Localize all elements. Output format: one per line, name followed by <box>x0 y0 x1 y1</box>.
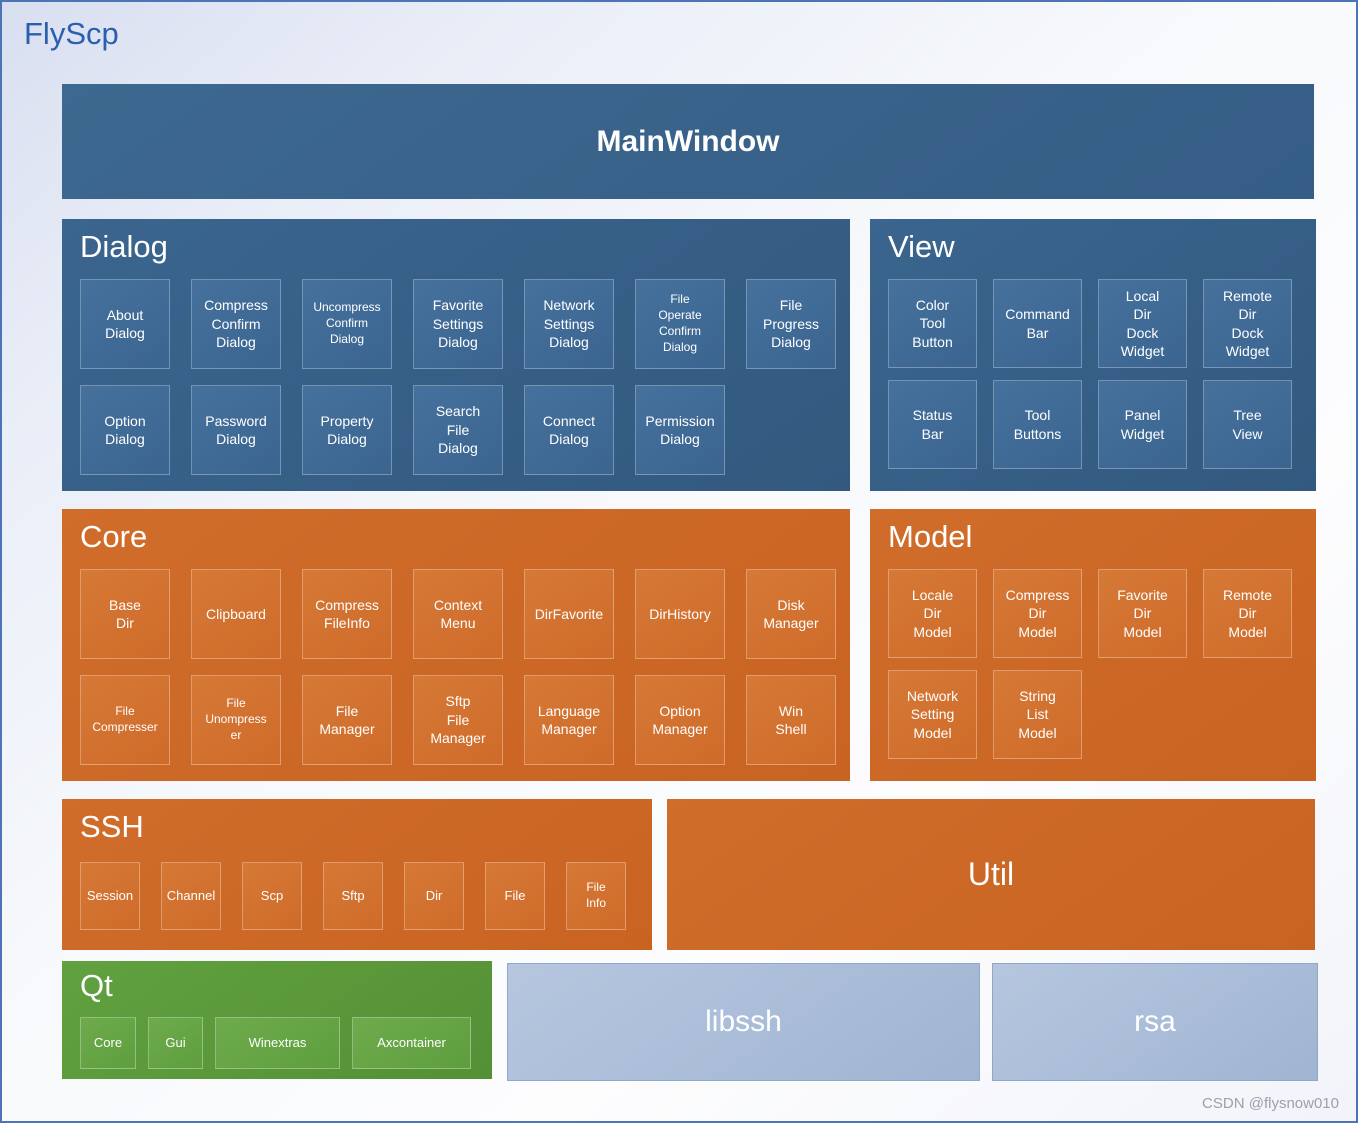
box-search-file-dialog: Search File Dialog <box>413 385 503 475</box>
box-status-bar: Status Bar <box>888 380 977 469</box>
box-connect-dialog: Connect Dialog <box>524 385 614 475</box>
box-favorite-dir-model: Favorite Dir Model <box>1098 569 1187 658</box>
box-win-shell: Win Shell <box>746 675 836 765</box>
section-model-title: Model <box>888 519 973 554</box>
section-ssh: SSH Session Channel Scp Sftp Dir File Fi… <box>62 799 652 950</box>
section-core-title: Core <box>80 519 148 554</box>
box-local-dir-dock-widget: Local Dir Dock Widget <box>1098 279 1187 368</box>
box-tool-buttons: Tool Buttons <box>993 380 1082 469</box>
box-compress-dir-model: Compress Dir Model <box>993 569 1082 658</box>
box-file-compresser: File Compresser <box>80 675 170 765</box>
box-qt-axcontainer: Axcontainer <box>352 1017 471 1069</box>
box-option-dialog: Option Dialog <box>80 385 170 475</box>
box-file: File <box>485 862 545 930</box>
main-window-label: MainWindow <box>596 124 780 158</box>
view-row-1: Color Tool Button Command Bar Local Dir … <box>870 279 1316 368</box>
section-model: Model Locale Dir Model Compress Dir Mode… <box>870 509 1316 781</box>
model-row-1: Locale Dir Model Compress Dir Model Favo… <box>870 569 1316 658</box>
box-context-menu: Context Menu <box>413 569 503 659</box>
section-ssh-title: SSH <box>80 809 144 844</box>
section-dialog: Dialog About Dialog Compress Confirm Dia… <box>62 219 850 491</box>
box-property-dialog: Property Dialog <box>302 385 392 475</box>
box-qt-gui: Gui <box>148 1017 203 1069</box>
dialog-row-1: About Dialog Compress Confirm Dialog Unc… <box>62 279 850 369</box>
core-row-1: Base Dir Clipboard Compress FileInfo Con… <box>62 569 850 659</box>
box-uncompress-confirm-dialog: Uncompress Confirm Dialog <box>302 279 392 369</box>
csdn-watermark: CSDN @flysnow010 <box>1202 1095 1339 1112</box>
section-view: View Color Tool Button Command Bar Local… <box>870 219 1316 491</box>
box-command-bar: Command Bar <box>993 279 1082 368</box>
box-remote-dir-dock-widget: Remote Dir Dock Widget <box>1203 279 1292 368</box>
block-libssh: libssh <box>507 963 980 1081</box>
rsa-label: rsa <box>1134 1005 1176 1038</box>
box-dirhistory: DirHistory <box>635 569 725 659</box>
box-color-tool-button: Color Tool Button <box>888 279 977 368</box>
box-file-info: File Info <box>566 862 626 930</box>
box-dir: Dir <box>404 862 464 930</box>
box-network-setting-model: Network Setting Model <box>888 670 977 759</box>
main-window-block: MainWindow <box>62 84 1314 199</box>
box-qt-winextras: Winextras <box>215 1017 340 1069</box>
section-view-title: View <box>888 229 955 264</box>
box-network-settings-dialog: Network Settings Dialog <box>524 279 614 369</box>
section-qt-title: Qt <box>80 968 113 1003</box>
section-util: Util <box>667 799 1315 950</box>
box-file-operate-confirm-dialog: File Operate Confirm Dialog <box>635 279 725 369</box>
box-password-dialog: Password Dialog <box>191 385 281 475</box>
box-file-unompresser: File Unompress er <box>191 675 281 765</box>
ssh-row: Session Channel Scp Sftp Dir File File I… <box>62 862 652 930</box>
section-dialog-title: Dialog <box>80 229 168 264</box>
box-language-manager: Language Manager <box>524 675 614 765</box>
section-qt: Qt Core Gui Winextras Axcontainer <box>62 961 492 1079</box>
dialog-row-2: Option Dialog Password Dialog Property D… <box>62 385 850 475</box>
section-util-title: Util <box>967 856 1015 892</box>
box-compress-confirm-dialog: Compress Confirm Dialog <box>191 279 281 369</box>
box-channel: Channel <box>161 862 221 930</box>
box-dirfavorite: DirFavorite <box>524 569 614 659</box>
model-row-2: Network Setting Model String List Model <box>870 670 1316 759</box>
page-title: FlyScp <box>24 16 119 51</box>
box-remote-dir-model: Remote Dir Model <box>1203 569 1292 658</box>
block-rsa: rsa <box>992 963 1318 1081</box>
view-row-2: Status Bar Tool Buttons Panel Widget Tre… <box>870 380 1316 469</box>
core-row-2: File Compresser File Unompress er File M… <box>62 675 850 765</box>
box-tree-view: Tree View <box>1203 380 1292 469</box>
box-scp: Scp <box>242 862 302 930</box>
box-compress-fileinfo: Compress FileInfo <box>302 569 392 659</box>
section-core: Core Base Dir Clipboard Compress FileInf… <box>62 509 850 781</box>
box-permission-dialog: Permission Dialog <box>635 385 725 475</box>
box-locale-dir-model: Locale Dir Model <box>888 569 977 658</box>
qt-row: Core Gui Winextras Axcontainer <box>62 1017 492 1069</box>
box-sftp: Sftp <box>323 862 383 930</box>
box-file-manager: File Manager <box>302 675 392 765</box>
box-panel-widget: Panel Widget <box>1098 380 1187 469</box>
box-disk-manager: Disk Manager <box>746 569 836 659</box>
box-qt-core: Core <box>80 1017 136 1069</box>
box-favorite-settings-dialog: Favorite Settings Dialog <box>413 279 503 369</box>
box-about-dialog: About Dialog <box>80 279 170 369</box>
box-string-list-model: String List Model <box>993 670 1082 759</box>
box-file-progress-dialog: File Progress Dialog <box>746 279 836 369</box>
box-base-dir: Base Dir <box>80 569 170 659</box>
box-sftp-file-manager: Sftp File Manager <box>413 675 503 765</box>
box-session: Session <box>80 862 140 930</box>
box-clipboard: Clipboard <box>191 569 281 659</box>
box-option-manager: Option Manager <box>635 675 725 765</box>
libssh-label: libssh <box>705 1005 782 1038</box>
